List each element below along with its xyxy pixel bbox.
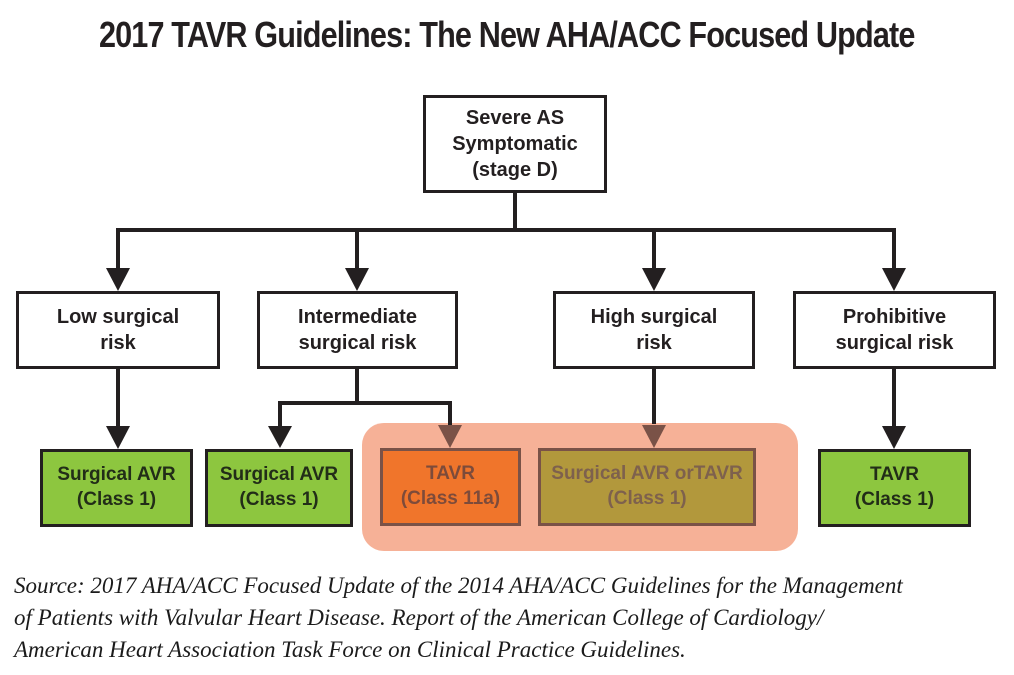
node-label-line: (Class 11a): [400, 488, 501, 509]
node-label-line: Intermediate: [298, 306, 417, 328]
node-label-line: TAVR: [426, 463, 475, 485]
connector-root-bar: [118, 191, 894, 232]
node-label-line: surgical risk: [298, 332, 417, 354]
node-high-surgical-avr-or-tavr: Surgical AVR orTAVR (Class 1): [538, 448, 756, 526]
source-line: of Patients with Valvular Heart Disease.…: [14, 605, 824, 630]
node-label-line: (Class 1): [76, 489, 157, 510]
arrow-to-low-icon: [106, 268, 130, 291]
source-citation: Source: 2017 AHA/ACC Focused Update of t…: [14, 570, 1000, 666]
node-label-line: risk: [636, 332, 672, 354]
node-intermediate-surgical-risk: Intermediate surgical risk: [257, 291, 458, 369]
connector-bar-drops: [116, 228, 896, 270]
page-title-text: 2017 TAVR Guidelines: The New AHA/ACC Fo…: [99, 14, 915, 55]
connector-intermediate-split: [278, 369, 452, 428]
arrow-low-savr-icon: [106, 426, 130, 449]
arrow-to-high-icon: [642, 268, 666, 291]
node-intermediate-surgical-avr: Surgical AVR (Class 1): [205, 449, 353, 527]
node-label-line: (stage D): [472, 159, 558, 181]
node-label-line: Prohibitive: [842, 306, 947, 328]
node-prohibitive-tavr: TAVR (Class 1): [818, 449, 971, 527]
page-title: 2017 TAVR Guidelines: The New AHA/ACC Fo…: [0, 14, 1014, 56]
node-prohibitive-surgical-risk: Prohibitive surgical risk: [793, 291, 996, 369]
source-line: American Heart Association Task Force on…: [14, 637, 686, 662]
arrow-int-savr-icon: [268, 426, 292, 448]
node-high-surgical-risk: High surgical risk: [553, 291, 755, 369]
node-low-surgical-risk: Low surgical risk: [16, 291, 220, 369]
node-label-line: Surgical AVR orTAVR: [551, 463, 743, 485]
node-severe-as: Severe AS Symptomatic (stage D): [423, 95, 607, 193]
node-label-line: surgical risk: [835, 332, 954, 354]
arrow-proh-tavr-icon: [882, 426, 906, 449]
arrow-to-intermediate-icon: [345, 268, 369, 291]
source-line: Source: 2017 AHA/ACC Focused Update of t…: [14, 573, 903, 598]
node-low-surgical-avr: Surgical AVR (Class 1): [40, 449, 193, 527]
node-label-line: risk: [100, 332, 136, 354]
node-label-line: Surgical AVR: [57, 464, 176, 486]
node-label-line: Symptomatic: [452, 133, 578, 155]
node-label-line: Severe AS: [465, 107, 565, 129]
node-label-line: Surgical AVR: [219, 464, 339, 486]
arrow-to-prohibitive-icon: [882, 268, 906, 291]
node-label-line: TAVR: [870, 464, 919, 486]
node-intermediate-tavr: TAVR (Class 11a): [380, 448, 521, 526]
node-label-line: High surgical: [590, 306, 718, 328]
node-label-line: (Class 1): [607, 488, 687, 509]
node-label-line: (Class 1): [239, 489, 319, 510]
node-label-line: Low surgical: [56, 306, 180, 328]
node-label-line: (Class 1): [854, 489, 935, 510]
